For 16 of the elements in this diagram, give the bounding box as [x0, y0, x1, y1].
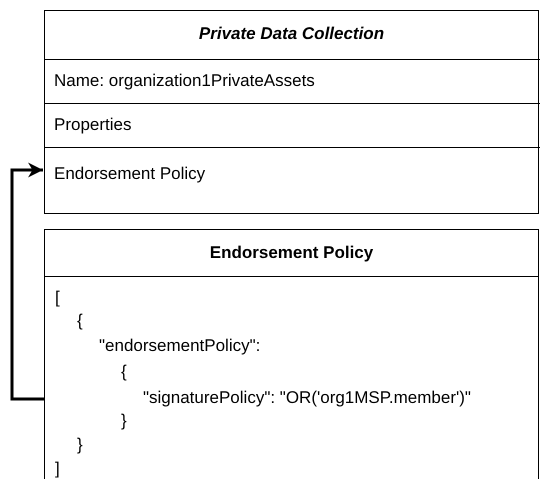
- code-line: {: [121, 362, 127, 382]
- table-title: Endorsement Policy: [208, 243, 374, 263]
- arrow: [10, 162, 44, 400]
- class-box: [44, 10, 539, 214]
- code-line: }: [77, 435, 83, 455]
- code-line: {: [77, 311, 83, 331]
- code-line: ]: [55, 459, 60, 479]
- code-line: "endorsementPolicy":: [99, 336, 260, 356]
- row-label: Name: organization1PrivateAssets: [54, 71, 315, 91]
- code-line: "signaturePolicy": "OR('org1MSP.member')": [143, 388, 471, 408]
- row-label: Properties: [54, 115, 132, 135]
- row-label: Endorsement Policy: [54, 164, 206, 184]
- code-line: [: [55, 288, 60, 308]
- code-line: }: [121, 411, 127, 431]
- policy-box: [44, 229, 539, 479]
- table-title: Private Data Collection: [198, 24, 386, 44]
